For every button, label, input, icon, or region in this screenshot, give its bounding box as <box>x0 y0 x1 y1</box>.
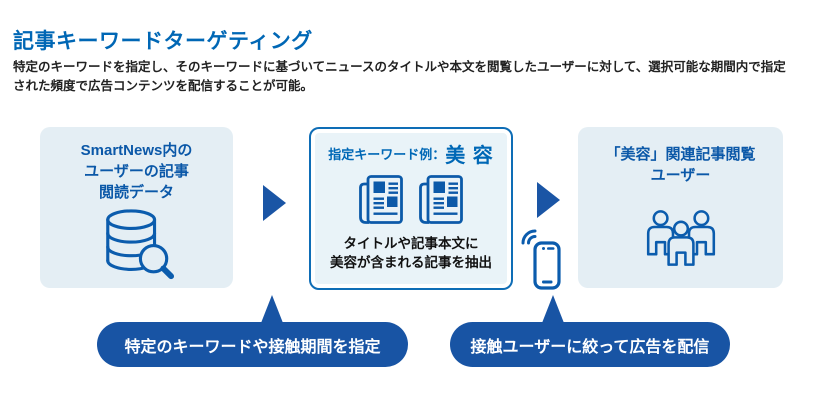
audience-box-title: 「美容」関連記事閲覧 ユーザー <box>578 144 783 186</box>
keyword-header: 指定キーワード例：美 容 <box>311 139 511 168</box>
callout-ad-delivery: 接触ユーザーに絞って広告を配信 <box>450 322 730 367</box>
callout-pointer <box>261 295 283 323</box>
right-arrow-icon <box>263 185 286 221</box>
caption-line: 美容が含まれる記事を抽出 <box>330 255 492 270</box>
caption-line: タイトルや記事本文に <box>343 236 479 251</box>
title-line: SmartNews内の <box>80 142 193 159</box>
description-line: 特定のキーワードを指定し、そのキーワードに基づいてニュースのタイトルや本文を閲覧… <box>13 60 786 74</box>
smartphone-broadcast-icon <box>520 228 562 299</box>
page-description: 特定のキーワードを指定し、そのキーワードに基づいてニュースのタイトルや本文を閲覧… <box>13 58 786 96</box>
callout-keyword-period: 特定のキーワードや接触期間を指定 <box>97 322 408 367</box>
source-data-box-title: SmartNews内の ユーザーの記事 閲読データ <box>40 140 233 203</box>
keyword-example-box: 指定キーワード例：美 容 <box>309 127 513 290</box>
page-title: 記事キーワードターゲティング <box>13 30 313 53</box>
audience-box: 「美容」関連記事閲覧 ユーザー <box>578 127 783 288</box>
callout-pointer <box>542 295 564 323</box>
keyword-label: 指定キーワード例： <box>328 147 446 162</box>
newspaper-icon <box>359 175 403 224</box>
right-arrow-icon <box>537 182 560 218</box>
title-line: ユーザー <box>650 167 711 184</box>
source-data-box: SmartNews内の ユーザーの記事 閲読データ <box>40 127 233 288</box>
title-line: 「美容」関連記事閲覧 <box>605 146 756 163</box>
users-group-icon <box>578 196 783 283</box>
title-line: 閲読データ <box>98 184 174 201</box>
newspaper-icon <box>419 175 463 224</box>
keyword-value: 美 容 <box>445 145 494 167</box>
keyword-caption: タイトルや記事本文に 美容が含まれる記事を抽出 <box>311 234 511 272</box>
title-line: ユーザーの記事 <box>84 163 189 180</box>
newspaper-icons-row <box>311 173 511 227</box>
database-search-icon <box>40 207 233 290</box>
description-line: された頻度で広告コンテンツを配信することが可能。 <box>13 79 314 93</box>
